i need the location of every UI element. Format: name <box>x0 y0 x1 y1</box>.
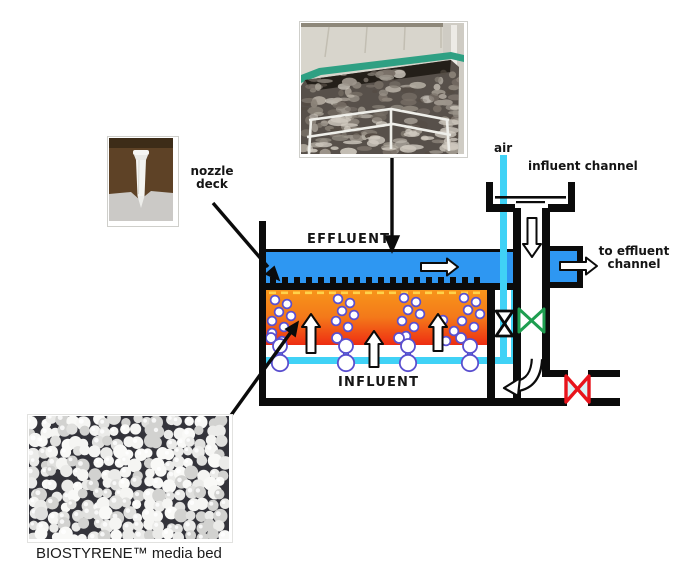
effluent-flow-arrow <box>420 257 459 277</box>
effluent-surface-line <box>266 249 513 252</box>
tank-right-wall <box>487 284 495 400</box>
influent-nozzle <box>455 332 480 373</box>
influent-turn-arrow <box>502 357 544 398</box>
tank-bottom <box>259 398 567 406</box>
influent-valve <box>517 307 546 334</box>
drain-valve <box>564 374 591 404</box>
air-distribution-header <box>266 357 514 364</box>
upflow-arrows <box>301 313 448 368</box>
downcomer-left-wall <box>513 208 521 398</box>
media-bed-pointer <box>227 331 293 419</box>
pointer-arrows <box>211 157 401 419</box>
drain-piping <box>588 370 620 406</box>
air-label: air <box>494 141 513 155</box>
tank-outline <box>259 221 567 406</box>
channel-water-line <box>495 196 566 199</box>
influent-nozzle <box>331 332 356 373</box>
influent-nozzle <box>393 332 418 373</box>
nozzle-photo <box>107 136 179 227</box>
to-effluent-arrow <box>559 256 598 276</box>
nozzle-image <box>109 138 173 221</box>
nozzle-deck-pointer <box>211 201 270 269</box>
influent-down-arrow <box>522 217 542 258</box>
aeration-tank-photo <box>299 21 468 158</box>
aeration-tank-image <box>301 23 464 154</box>
influent-channel-label: influent channel <box>528 159 638 173</box>
nozzle-deck-label: nozzle deck <box>190 164 234 191</box>
influent-channel-structure <box>486 182 575 398</box>
downcomer-right-wall <box>542 208 550 377</box>
nozzle-deck <box>266 277 521 290</box>
to-effluent-channel-label: to effluent channel <box>598 244 670 271</box>
air-valve <box>494 309 515 338</box>
biostyrene-media-photo <box>27 414 233 543</box>
channel-water-line-2 <box>516 201 545 204</box>
tank-left-wall <box>259 221 266 406</box>
air-line <box>266 155 514 364</box>
nozzle-shape <box>133 150 149 208</box>
flow-arrows <box>420 217 598 277</box>
effluent-label: EFFLUENT <box>307 232 391 247</box>
influent-label: INFLUENT <box>338 375 420 390</box>
media-beads-image <box>29 416 229 539</box>
media-bed-caption: BIOSTYRENE™ media bed <box>36 545 222 562</box>
